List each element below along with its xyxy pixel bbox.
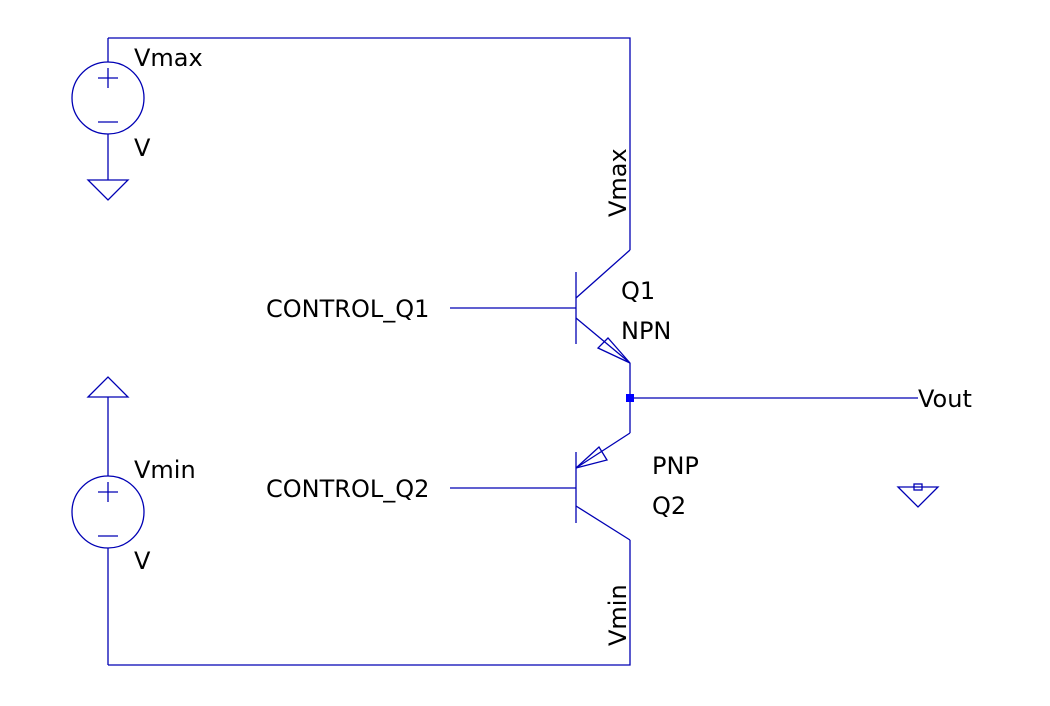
wire-vmin-rail[interactable] bbox=[108, 540, 631, 666]
net-label-vmin: Vmin bbox=[604, 584, 632, 646]
source-bottom-name: Vmin bbox=[134, 456, 196, 484]
q1-name: Q1 bbox=[621, 277, 655, 305]
voltage-source-vmin[interactable] bbox=[71, 397, 145, 665]
q2-type: PNP bbox=[652, 452, 699, 480]
net-label-vmax: Vmax bbox=[604, 148, 632, 217]
wire-vmax-rail[interactable] bbox=[108, 37, 631, 250]
transistor-q1-npn[interactable] bbox=[575, 249, 631, 364]
ground-symbol-right bbox=[896, 483, 940, 508]
q1-type: NPN bbox=[621, 317, 671, 345]
net-label-control-q1: CONTROL_Q1 bbox=[266, 295, 429, 323]
source-bottom-value: V bbox=[134, 547, 151, 575]
supply-arrow-symbol bbox=[86, 376, 130, 398]
net-label-vout: Vout bbox=[918, 385, 972, 413]
transistor-q2-pnp[interactable] bbox=[575, 432, 631, 541]
source-top-value: V bbox=[134, 134, 151, 162]
source-top-name: Vmax bbox=[134, 44, 203, 72]
net-label-control-q2: CONTROL_Q2 bbox=[266, 475, 429, 503]
junction-node bbox=[626, 394, 634, 402]
voltage-source-vmax[interactable] bbox=[71, 38, 145, 180]
q2-name: Q2 bbox=[652, 492, 686, 520]
ground-symbol-top bbox=[86, 179, 130, 201]
